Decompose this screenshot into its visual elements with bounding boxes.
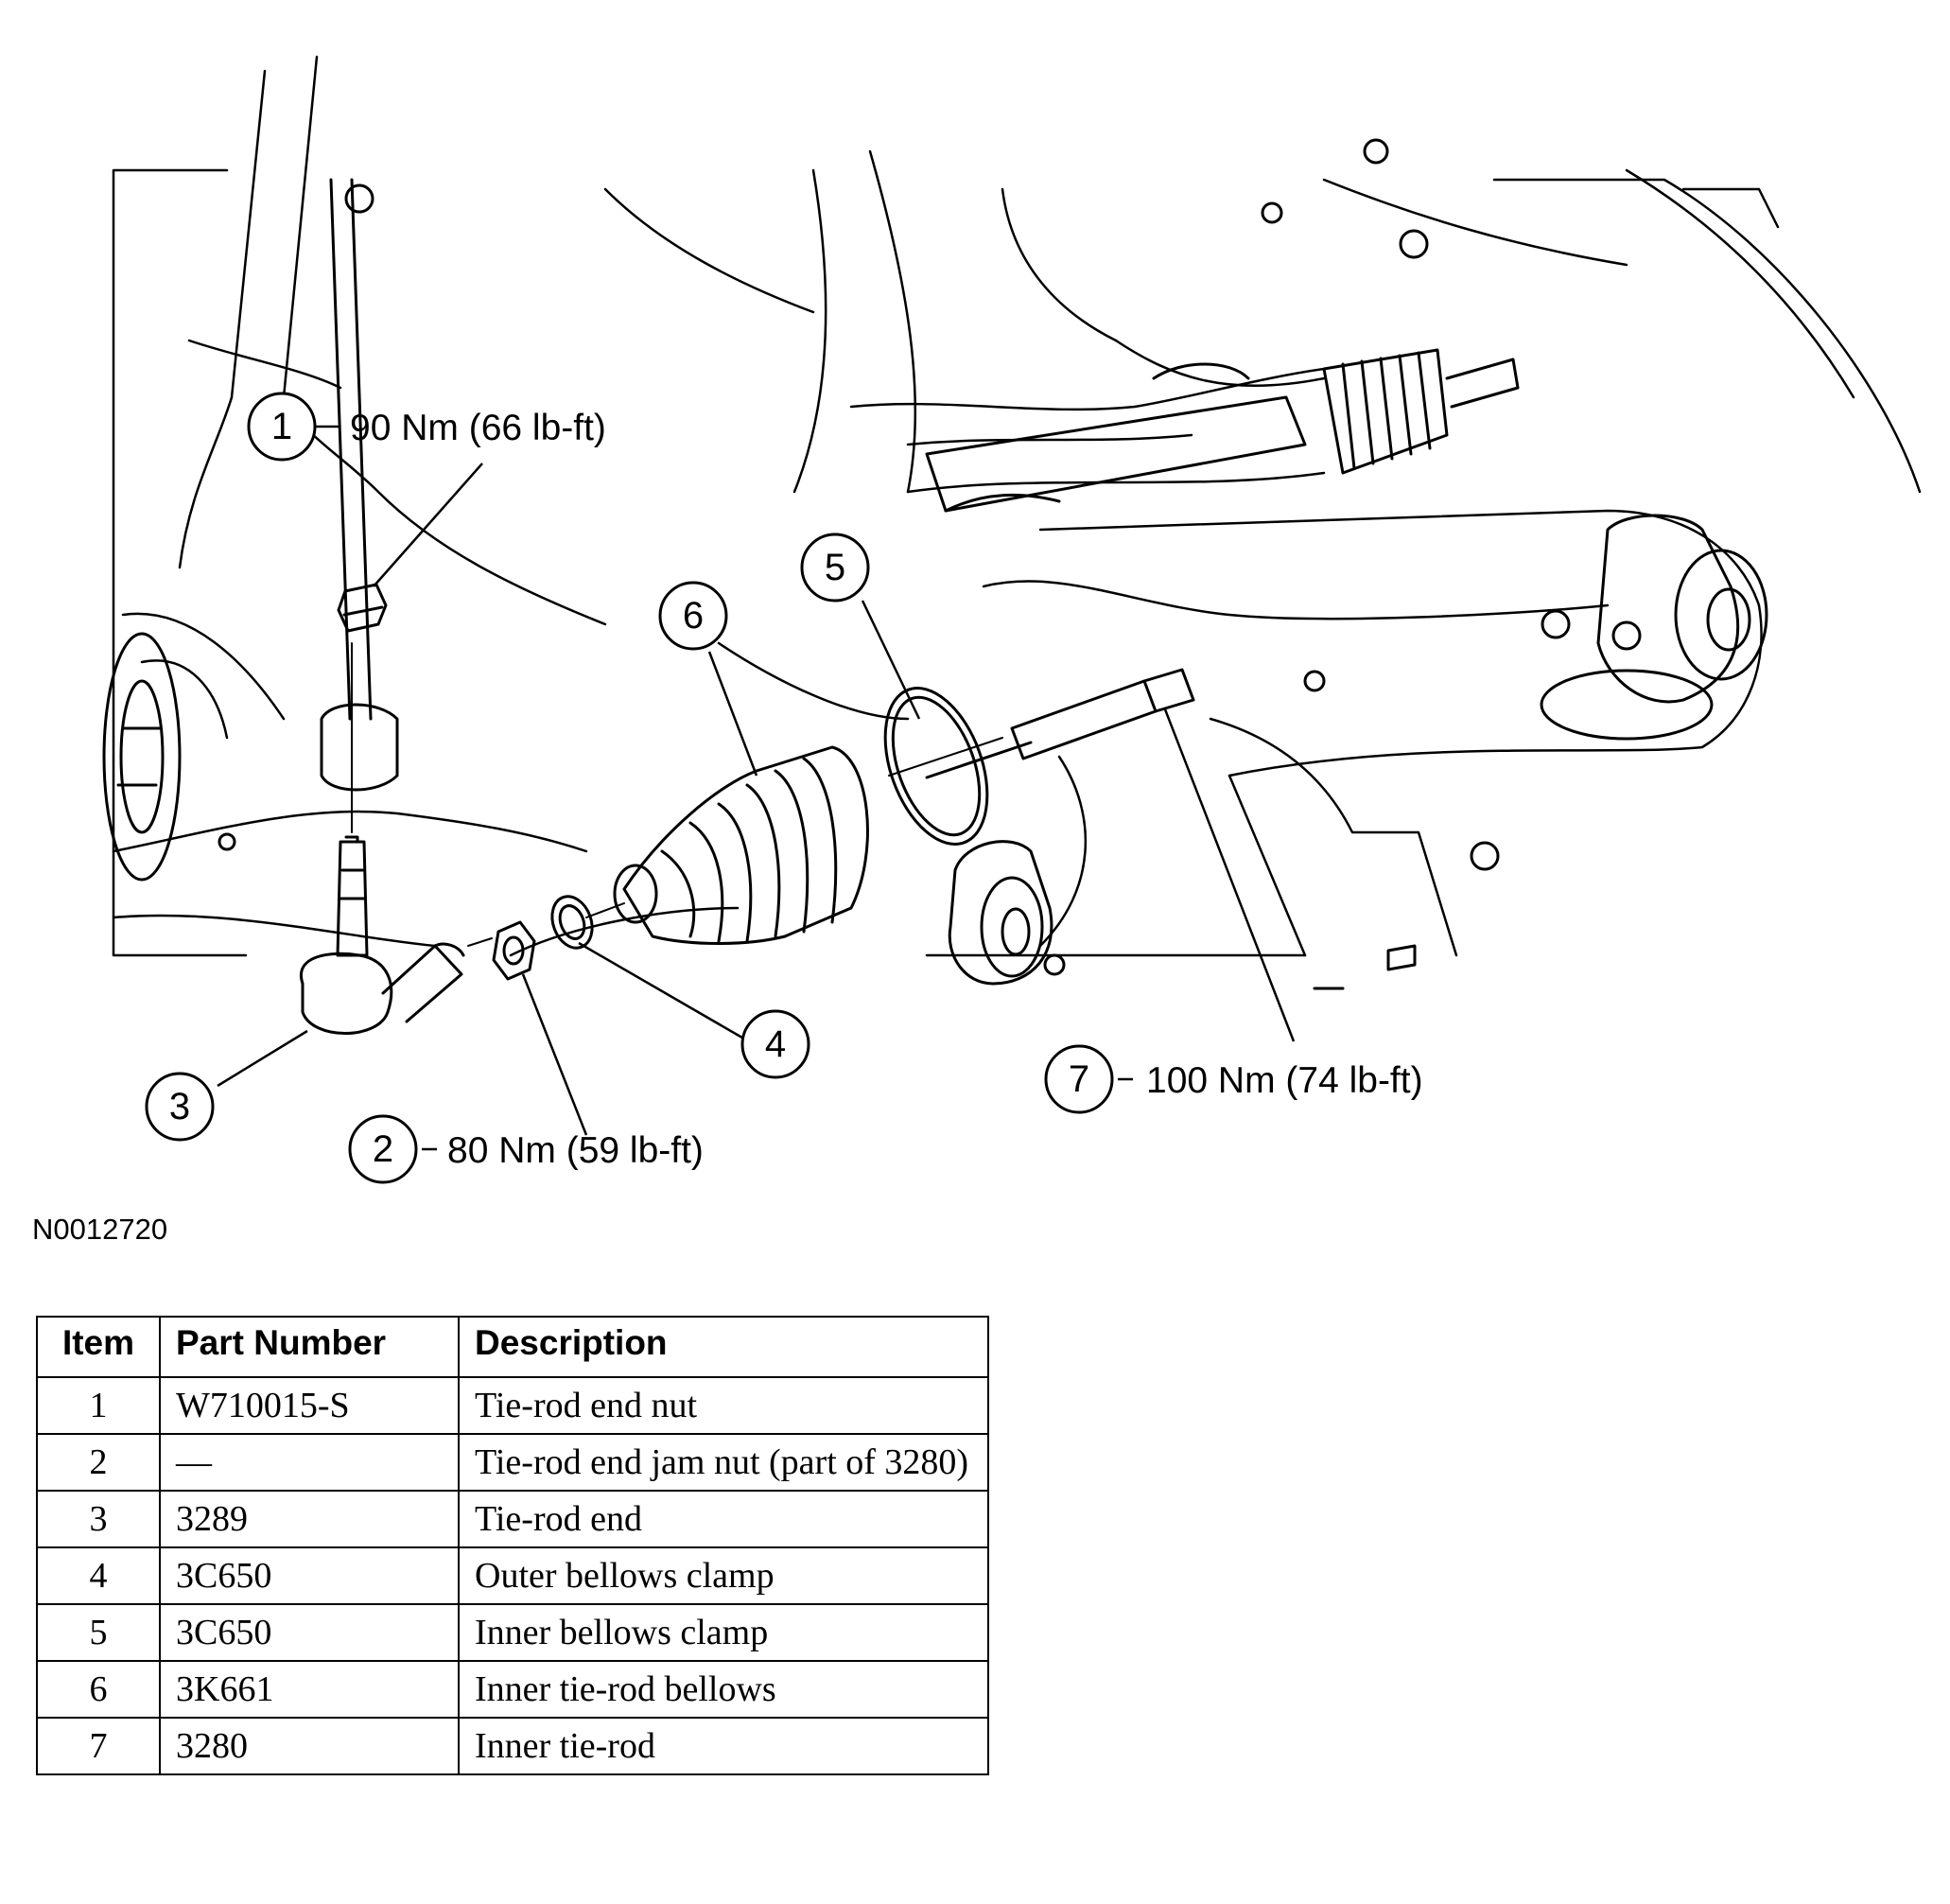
inner-bellows-clamp xyxy=(883,687,989,846)
svg-text:3: 3 xyxy=(169,1086,190,1127)
callout-2: 2 80 Nm (59 lb-ft) xyxy=(348,1114,704,1184)
table-row: 4 3C650 Outer bellows clamp xyxy=(36,1546,989,1605)
part-number-cell: 3K661 xyxy=(159,1660,460,1719)
tie-rod-end xyxy=(299,835,465,1035)
callout-4: 4 xyxy=(740,1009,810,1079)
item-cell: 1 xyxy=(36,1376,161,1435)
steering-rack xyxy=(925,362,1307,513)
callout-leaders xyxy=(217,425,1296,1151)
parts-table: Item Part Number Description 1 W710015-S… xyxy=(36,1316,989,1775)
description-cell: Inner tie-rod bellows xyxy=(458,1660,989,1719)
inner-tie-rod xyxy=(925,668,1195,779)
assembly-axis-lines xyxy=(351,642,1003,947)
brake-hub xyxy=(102,632,236,882)
column-header-part-number: Part Number xyxy=(159,1316,460,1378)
item-cell: 2 xyxy=(36,1433,161,1492)
callout-1-torque: 90 Nm (66 lb-ft) xyxy=(350,408,606,448)
description-cell: Inner tie-rod xyxy=(458,1717,989,1775)
misc-fasteners xyxy=(1043,138,1642,990)
callout-7-torque: 100 Nm (74 lb-ft) xyxy=(1146,1060,1423,1101)
inner-tie-rod-bellows xyxy=(613,745,869,945)
svg-text:6: 6 xyxy=(683,595,704,637)
figure-reference-number: N0012720 xyxy=(32,1213,168,1246)
part-number-cell: 3C650 xyxy=(159,1603,460,1662)
item-cell: 6 xyxy=(36,1660,161,1719)
item-cell: 4 xyxy=(36,1546,161,1605)
part-number-cell: 3C650 xyxy=(159,1546,460,1605)
svg-text:7: 7 xyxy=(1069,1058,1089,1100)
column-header-item: Item xyxy=(36,1316,161,1378)
callout-3: 3 xyxy=(145,1072,215,1142)
crossmember-bushing-right xyxy=(1540,514,1768,741)
vehicle-structure-lines xyxy=(112,55,1922,957)
part-number-cell: W710015-S xyxy=(159,1376,460,1435)
jam-nut xyxy=(492,920,536,981)
steering-linkage-illustration: 1 90 Nm (66 lb-ft) 2 80 Nm (59 lb-ft) 3 … xyxy=(102,55,1922,1184)
part-number-cell: — xyxy=(159,1433,460,1492)
item-cell: 3 xyxy=(36,1490,161,1548)
description-cell: Outer bellows clamp xyxy=(458,1546,989,1605)
part-number-cell: 3280 xyxy=(159,1717,460,1775)
table-row: 2 — Tie-rod end jam nut (part of 3280) xyxy=(36,1433,989,1492)
callout-5: 5 xyxy=(800,533,870,603)
outer-bellows-clamp xyxy=(550,895,594,950)
description-cell: Tie-rod end jam nut (part of 3280) xyxy=(458,1433,989,1492)
svg-text:4: 4 xyxy=(765,1023,786,1065)
crossmember-bushing-center xyxy=(948,840,1053,986)
item-cell: 5 xyxy=(36,1603,161,1662)
table-row: 3 3289 Tie-rod end xyxy=(36,1490,989,1548)
svg-text:5: 5 xyxy=(825,547,845,588)
svg-text:1: 1 xyxy=(271,406,292,447)
callout-1: 1 90 Nm (66 lb-ft) xyxy=(247,392,606,462)
description-cell: Tie-rod end xyxy=(458,1490,989,1548)
table-header-row: Item Part Number Description xyxy=(36,1316,989,1378)
svg-text:2: 2 xyxy=(373,1128,393,1170)
callout-7: 7 100 Nm (74 lb-ft) xyxy=(1044,1044,1423,1114)
right-rack-bellows xyxy=(1322,348,1520,475)
part-number-cell: 3289 xyxy=(159,1490,460,1548)
callout-2-torque: 80 Nm (59 lb-ft) xyxy=(447,1130,704,1171)
column-header-description: Description xyxy=(458,1316,989,1378)
callout-6: 6 xyxy=(658,581,728,651)
description-cell: Inner bellows clamp xyxy=(458,1603,989,1662)
table-row: 5 3C650 Inner bellows clamp xyxy=(36,1603,989,1662)
item-cell: 7 xyxy=(36,1717,161,1775)
description-cell: Tie-rod end nut xyxy=(458,1376,989,1435)
table-row: 1 W710015-S Tie-rod end nut xyxy=(36,1376,989,1435)
table-row: 7 3280 Inner tie-rod xyxy=(36,1717,989,1775)
stabilizer-link xyxy=(320,178,399,792)
table-row: 6 3K661 Inner tie-rod bellows xyxy=(36,1660,989,1719)
